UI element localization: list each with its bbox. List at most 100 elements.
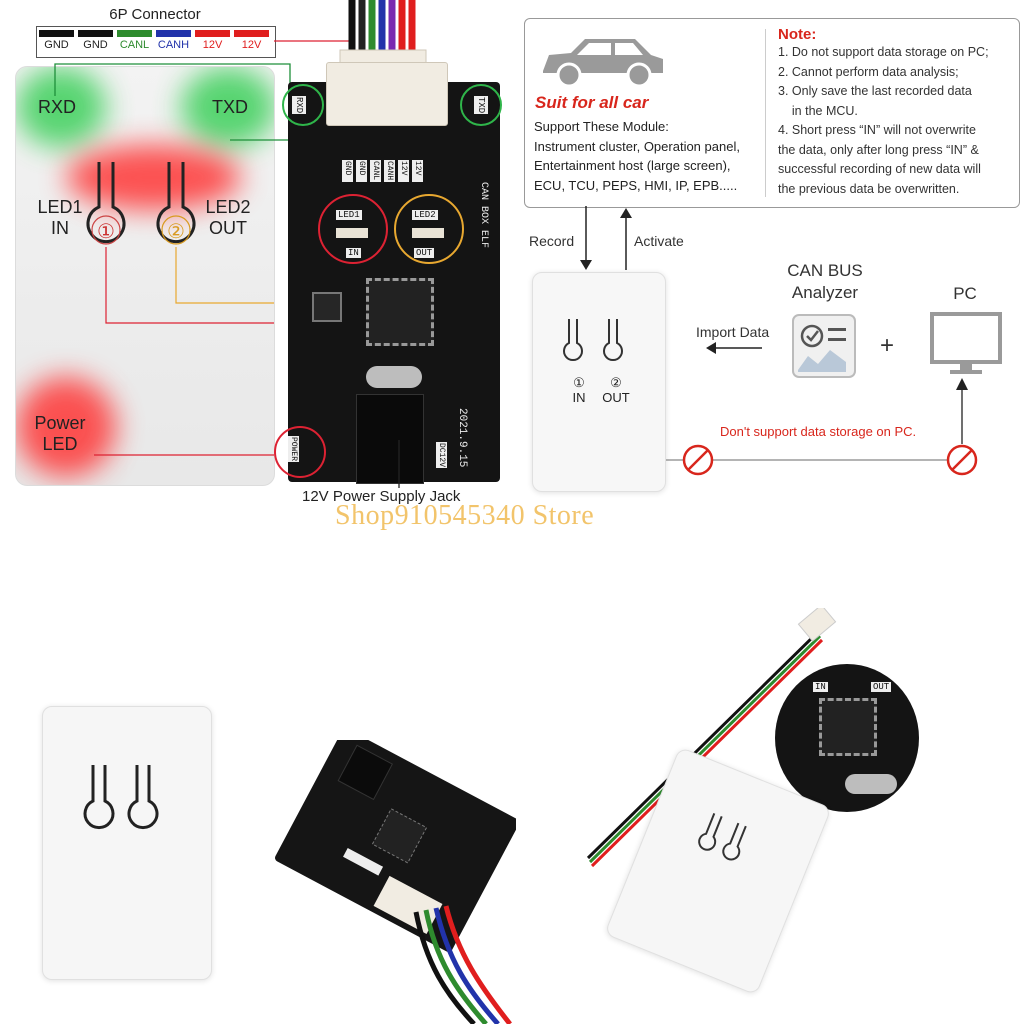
led1-label: LED1 IN [37, 197, 83, 238]
note-line-6: the data, only after long press “IN” & [778, 142, 979, 157]
led-keyhole-shapes [86, 162, 274, 456]
pin-12v-1: 12V [193, 27, 232, 53]
photo-device-case [42, 706, 212, 980]
activate-label: Activate [634, 233, 684, 249]
no-storage-connection [666, 378, 978, 476]
crystal-oscillator [366, 366, 422, 388]
led1-number: ① [97, 221, 115, 243]
info-panel: Suit for all car Support These Module: I… [524, 18, 1020, 208]
record-label: Record [529, 233, 575, 249]
prohibited-icon-right [946, 444, 978, 476]
angled-case-keyholes [698, 813, 747, 861]
rxd-label: RXD [38, 97, 77, 117]
led1-component [336, 228, 368, 238]
led2-highlight-circle [394, 194, 464, 264]
pc-title: PC [953, 284, 977, 303]
record-activate-arrows [580, 206, 632, 270]
shop-watermark: Shop910545340 Store [335, 500, 595, 531]
no-storage-text: Don't support data storage on PC. [720, 424, 917, 439]
pcb-pin-labels: GND GND CANL CANH 12V 12V [342, 160, 423, 182]
device-case-illustration: RXD TXD LED1 IN LED2 OUT Power LED ① ② [15, 66, 275, 486]
note-section: Note: 1. Do not support data storage on … [778, 26, 1016, 199]
closeup-crystal [845, 774, 897, 794]
pcb-power: POWER [288, 436, 299, 463]
pin-gnd-1: GND [37, 27, 76, 53]
pcb-rxd: RXD [292, 96, 306, 115]
rxd-callout-line [54, 63, 291, 96]
led2-keyhole-icon [156, 162, 196, 244]
pcb-board-name: CAN BOX ELF [478, 182, 489, 249]
txd-green-glow [181, 67, 274, 147]
led2-label: LED2 OUT [205, 197, 251, 238]
led2-number-circle [161, 215, 191, 245]
note-line-4: in the MCU. [778, 103, 858, 118]
car-icon [543, 39, 663, 88]
closeup-mcu-chip [819, 698, 877, 756]
led2-callout-line [175, 247, 274, 304]
photo-case-keyholes [83, 765, 159, 830]
pcb-led2: LED2 [412, 210, 438, 220]
txd-label: TXD [212, 97, 248, 117]
import-arrow-icon [706, 342, 762, 354]
device-keyholes [563, 319, 623, 362]
txd-highlight-circle [460, 84, 502, 126]
jack-callout-line [398, 440, 400, 488]
rxd-green-glow [16, 67, 106, 147]
pcb-dc12v: DC12V [436, 442, 447, 469]
analyzer-icon [792, 314, 856, 378]
record-arrow-icon [580, 260, 592, 270]
note-line-7: successful recording of new data will [778, 162, 981, 176]
photo-pcb-closeup: IN OUT [775, 664, 919, 812]
pin-12v-2: 12V [232, 27, 271, 53]
power-jack-label: 12V Power Supply Jack [302, 488, 461, 505]
pin-canh: CANH [154, 27, 193, 53]
led1-highlight-circle [318, 194, 388, 264]
pcb-date: 2021.9.15 [456, 408, 468, 468]
in-keyhole-icon [563, 319, 583, 362]
plus-sign: + [880, 332, 895, 359]
suit-headline: Suit for all car [535, 93, 649, 112]
note-line-8: the previous data be overwritten. [778, 181, 960, 196]
pcb-connector-housing [326, 62, 448, 126]
closeup-in-label: IN [813, 682, 828, 692]
activate-arrow-icon [620, 208, 632, 218]
device-card-flow: ① IN ② OUT [532, 272, 666, 492]
out-caption: ② OUT [602, 375, 630, 405]
out-keyhole-icon [603, 319, 623, 362]
note-line-5: 4. Short press “IN” will not overwrite [778, 123, 976, 137]
prohibited-icon-left [682, 444, 714, 476]
power-led-label: Power LED [34, 413, 86, 454]
pcb-board: RXD TXD GND GND CANL CANH 12V 12V LED1 L… [274, 62, 502, 484]
import-data-label: Import Data [696, 324, 770, 340]
pcb-out: OUT [414, 248, 435, 258]
mcu-chip [366, 278, 434, 346]
dc-jack-body [356, 394, 424, 484]
led1-keyhole-icon [86, 162, 126, 244]
connector-title: 6P Connector [109, 6, 201, 23]
led1-callout-line [105, 247, 274, 324]
led2-component [412, 228, 444, 238]
note-title: Note: [778, 26, 817, 43]
pcb-txd: TXD [474, 96, 488, 115]
note-line-3: 3. Only save the last recorded data [778, 84, 972, 98]
pc-monitor-icon [930, 312, 1002, 374]
photo-case-angled [604, 746, 832, 996]
can-transceiver-chip [312, 292, 342, 322]
closeup-out-label: OUT [871, 682, 892, 692]
connector-pin-strip: GND GND CANL CANH 12V 12V [36, 26, 276, 58]
photo-cable [586, 608, 837, 868]
in-caption: ① IN [572, 375, 586, 405]
led1-number-circle [91, 215, 121, 245]
pcb-in: IN [346, 248, 361, 258]
rxd-highlight-circle [282, 84, 324, 126]
panel-divider [765, 29, 766, 197]
analyzer-title: CAN BUS Analyzer [787, 261, 863, 302]
power-red-glow [16, 377, 116, 477]
power-highlight-circle [274, 426, 326, 478]
photo-pcb-angled [275, 740, 516, 1024]
pcb-led1: LED1 [336, 210, 362, 220]
pin-canl: CANL [115, 27, 154, 53]
led2-number: ② [167, 221, 185, 243]
support-modules: Support These Module: Instrument cluster… [534, 119, 740, 193]
pin-gnd-2: GND [76, 27, 115, 53]
